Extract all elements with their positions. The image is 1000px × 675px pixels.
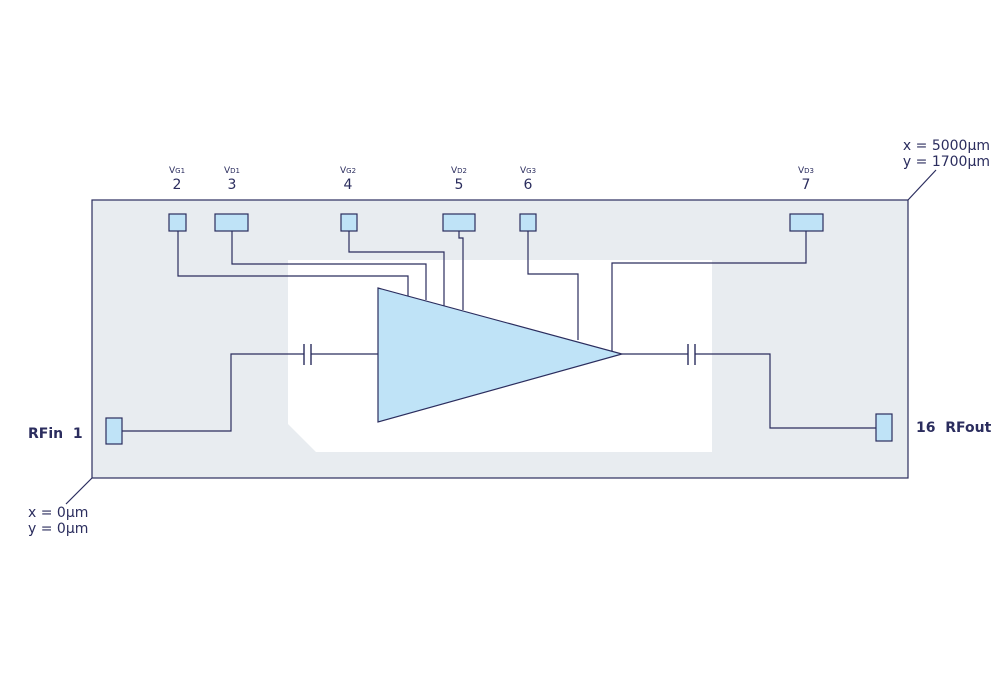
coord-bottom-left-x: x = 0µm [28,505,88,521]
bond-pad-rfin [105,417,123,445]
bond-pad-vd3 [789,213,824,232]
coord-top-right-y: y = 1700µm [903,154,990,170]
wire-rf-output [695,353,876,429]
port-label-rfout: 16 RFout [916,420,992,436]
pin-label-vd1: VD1 [224,166,240,176]
pin-label-vg3: VG3 [520,166,536,176]
coord-bottom-left-y: y = 0µm [28,521,88,537]
pin-number-5: 5 [455,177,464,193]
pin-number-7: 7 [802,177,811,193]
wire-vd2 [458,231,464,310]
wire-vd1 [231,231,427,300]
wire-vg1 [177,231,409,296]
pin-number-6: 6 [524,177,533,193]
port-label-rfin: RFin 1 [28,426,83,442]
bond-pad-vg1 [168,213,187,232]
bond-pad-rfout [875,413,893,442]
pin-number-2: 2 [173,177,182,193]
wire-vd3 [611,231,807,351]
bond-pad-vd2 [442,213,476,232]
bond-pad-vd1 [214,213,249,232]
bond-pad-vg3 [519,213,537,232]
pin-label-vd3: VD3 [798,166,814,176]
wire-vg3 [527,231,579,340]
corner-leader-bottom-left [65,477,93,505]
pin-label-vg2: VG2 [340,166,356,176]
wire-rf-input [122,353,304,432]
amplifier-symbol [377,287,625,423]
bond-pad-vg2 [340,213,358,232]
wire-vg2 [348,231,445,306]
pin-label-vg1: VG1 [169,166,185,176]
corner-leader-top-right [907,169,937,201]
pin-number-3: 3 [228,177,237,193]
coord-top-right-x: x = 5000µm [903,138,990,154]
pin-label-vd2: VD2 [451,166,467,176]
pin-number-4: 4 [344,177,353,193]
